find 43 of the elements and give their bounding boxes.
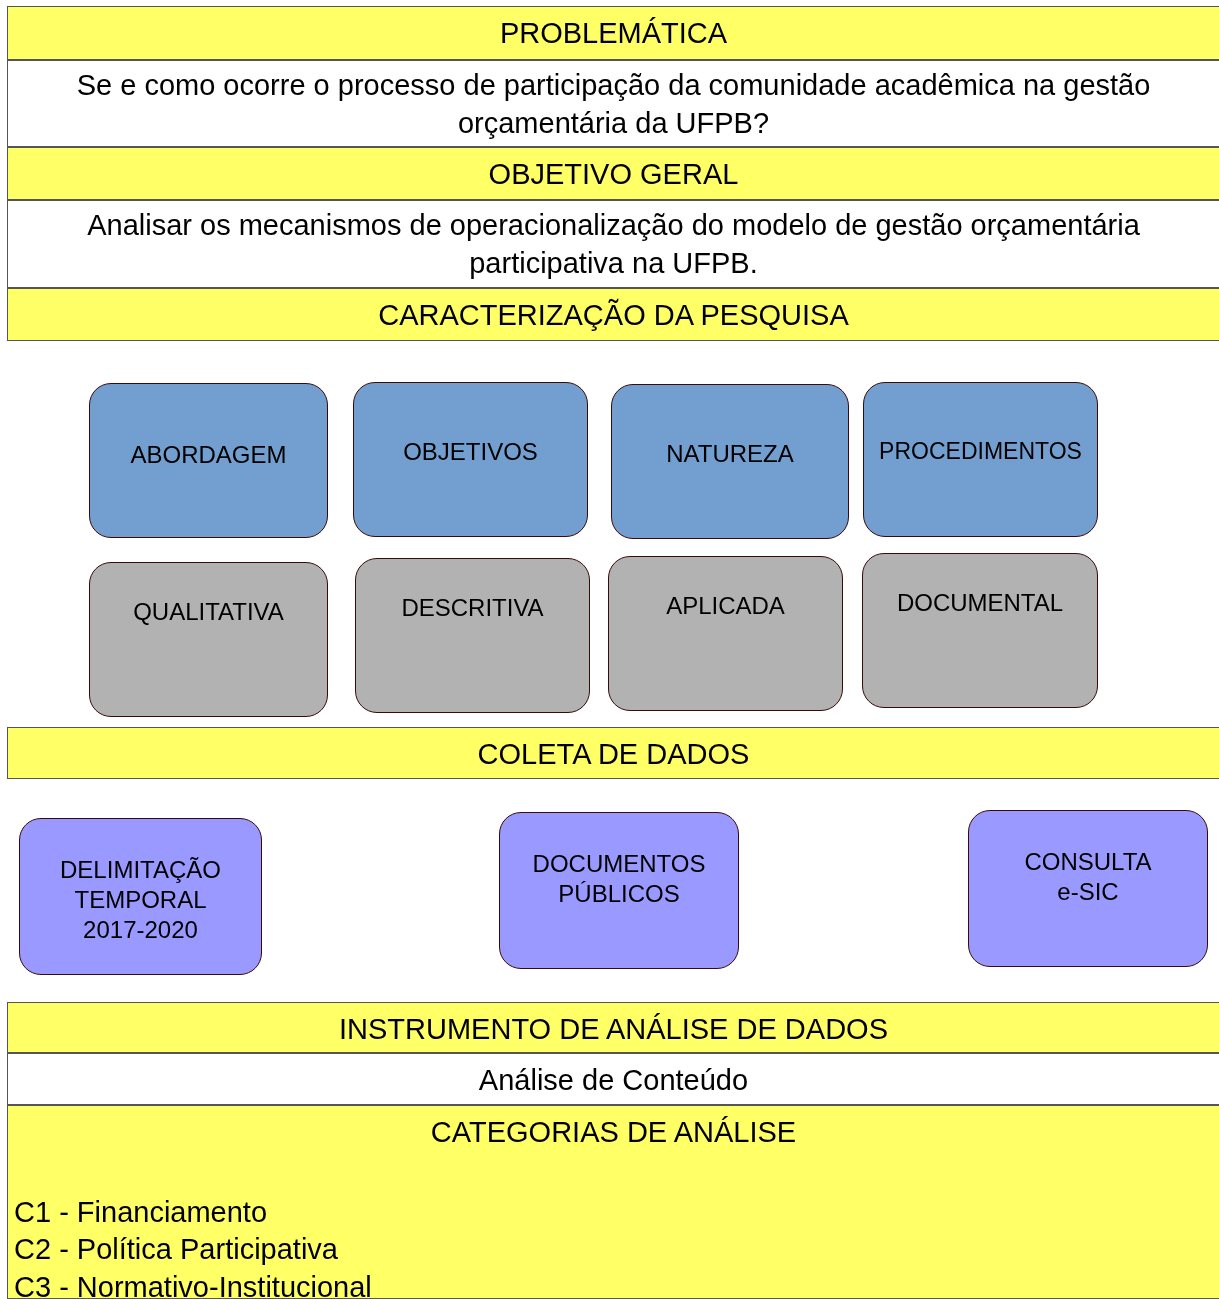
rounded-box — [499, 812, 739, 969]
list-item: C3 - Normativo-Institucional — [14, 1270, 373, 1299]
label: DELIMITAÇÃO TEMPORAL 2017-2020 — [59, 855, 222, 945]
label: ABORDAGEM — [129, 440, 288, 470]
label: DOCUMENTAL — [895, 588, 1065, 618]
label: NATUREZA — [665, 439, 795, 469]
list-item: C2 - Política Participativa — [14, 1232, 339, 1268]
label: QUALITATIVA — [132, 597, 285, 627]
label: CARACTERIZAÇÃO DA PESQUISA — [377, 297, 850, 333]
label: Análise de Conteúdo — [477, 1063, 750, 1098]
text-band — [7, 1053, 1219, 1105]
label: DOCUMENTOS PÚBLICOS — [531, 849, 707, 909]
rounded-box — [89, 562, 328, 717]
rounded-box — [19, 818, 262, 975]
heading: CATEGORIAS DE ANÁLISE — [429, 1115, 798, 1150]
header-band — [7, 147, 1219, 200]
label: DESCRITIVA — [400, 593, 545, 623]
label: OBJETIVOS — [402, 437, 539, 467]
header-band — [7, 6, 1219, 60]
rounded-box — [862, 553, 1098, 708]
rounded-box — [355, 558, 590, 713]
rounded-box — [863, 382, 1098, 537]
text-band — [7, 200, 1219, 288]
rounded-box — [353, 382, 588, 537]
header-band — [7, 288, 1219, 341]
rounded-box — [89, 383, 328, 538]
label: COLETA DE DADOS — [476, 737, 751, 772]
rounded-box — [608, 556, 843, 711]
rounded-box — [611, 384, 849, 539]
label: INSTRUMENTO DE ANÁLISE DE DADOS — [338, 1012, 889, 1047]
rounded-box — [968, 810, 1208, 967]
header-band — [7, 727, 1219, 779]
list-item: C1 - Financiamento — [14, 1194, 269, 1230]
label: APLICADA — [665, 591, 786, 621]
text-band — [7, 60, 1219, 147]
header-band — [7, 1002, 1219, 1053]
label: CONSULTA e-SIC — [1023, 847, 1153, 907]
label: OBJETIVO GERAL — [487, 157, 740, 192]
label: PROBLEMÁTICA — [498, 16, 729, 51]
label: PROCEDIMENTOS — [878, 437, 1083, 466]
label: Analisar os mecanismos de operacionalização do modelo de gestão orçamentária participativa na UFPB. — [86, 208, 1141, 281]
header-band — [7, 1105, 1219, 1299]
label: Se e como ocorre o processo de participação da comunidade acadêmica na gestão orçamentária da UFPB? — [75, 68, 1152, 141]
